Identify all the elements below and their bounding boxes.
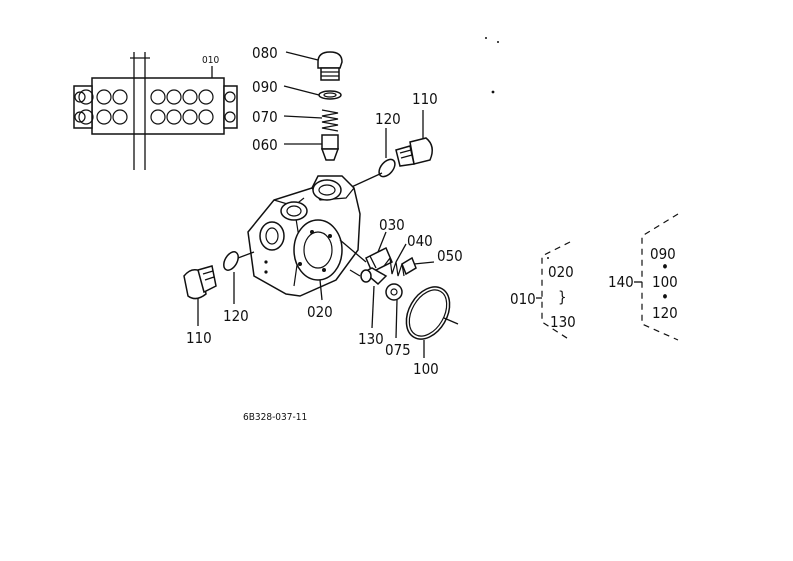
bank-detent — [182, 109, 198, 125]
bank-detent — [74, 91, 86, 103]
label-090-top: 090 — [252, 78, 278, 96]
legend-140-item-3: 120 — [652, 304, 678, 322]
label-080: 080 — [252, 44, 278, 62]
bank-detent — [78, 109, 94, 125]
bank-detent — [74, 111, 86, 123]
bank-detent — [198, 109, 214, 125]
label-040: 040 — [407, 232, 433, 250]
cap-050 — [401, 256, 435, 276]
label-075: 075 — [385, 341, 411, 359]
label-020: 020 — [307, 303, 333, 321]
bank-detent — [182, 89, 198, 105]
bank-detent — [166, 109, 182, 125]
spring-070 — [283, 109, 339, 132]
legend-010-last: 130 — [550, 313, 576, 331]
ring-075 — [385, 283, 403, 339]
part-labels: 010 080 090 070 060 120 110 030 040 050 … — [186, 44, 463, 378]
label-050: 050 — [437, 247, 463, 265]
label-120-top: 120 — [375, 110, 401, 128]
label-130: 130 — [358, 330, 384, 348]
poppet-060 — [284, 134, 340, 161]
piston-130 — [349, 267, 388, 329]
top-plug-080 — [285, 51, 343, 81]
legend-140-item-2: 100 — [652, 273, 678, 291]
legend-010-parent: 010 — [510, 290, 536, 308]
legend-group-140: 140 090 • 100 • 120 — [608, 213, 679, 341]
legend-group-010: 010 020 } 130 — [510, 241, 576, 341]
bank-detent — [96, 109, 112, 125]
bank-detent — [166, 89, 182, 105]
bank-detent — [198, 89, 214, 105]
drawing-code: 6B328-037-11 — [243, 412, 307, 423]
label-070: 070 — [252, 108, 278, 126]
legend-010-first: 020 — [548, 263, 574, 281]
legend-010-range-sign: } — [558, 288, 567, 306]
o-ring-120-top — [344, 128, 396, 191]
valve-body-020 — [247, 175, 361, 301]
bank-detent — [78, 89, 94, 105]
scan-specks — [485, 37, 549, 259]
spool-030 — [339, 231, 393, 274]
valve-bank-assembly — [73, 52, 238, 170]
label-100: 100 — [413, 360, 439, 378]
bank-detent — [112, 109, 128, 125]
label-110-top: 110 — [412, 90, 438, 108]
o-ring-120-bottom — [223, 251, 255, 304]
legend-140-parent: 140 — [608, 273, 634, 291]
legend-140-bullet-2: • — [661, 288, 669, 306]
o-ring-100 — [405, 286, 459, 358]
bank-detent — [150, 109, 166, 125]
plug-110-bottom — [183, 265, 217, 326]
plug-110-top — [395, 110, 433, 167]
washer-090 — [283, 85, 342, 100]
bank-detent — [112, 89, 128, 105]
label-120-bottom: 120 — [223, 307, 249, 325]
label-110-bottom: 110 — [186, 329, 212, 347]
legend-140-bullet-1: • — [661, 258, 669, 276]
bank-detent — [150, 89, 166, 105]
legend-140-item-1: 090 — [650, 245, 676, 263]
bank-detent — [224, 91, 236, 103]
label-010-top: 010 — [202, 55, 219, 66]
label-030: 030 — [379, 216, 405, 234]
bank-detent — [96, 89, 112, 105]
label-060: 060 — [252, 136, 278, 154]
bank-detent — [224, 111, 236, 123]
